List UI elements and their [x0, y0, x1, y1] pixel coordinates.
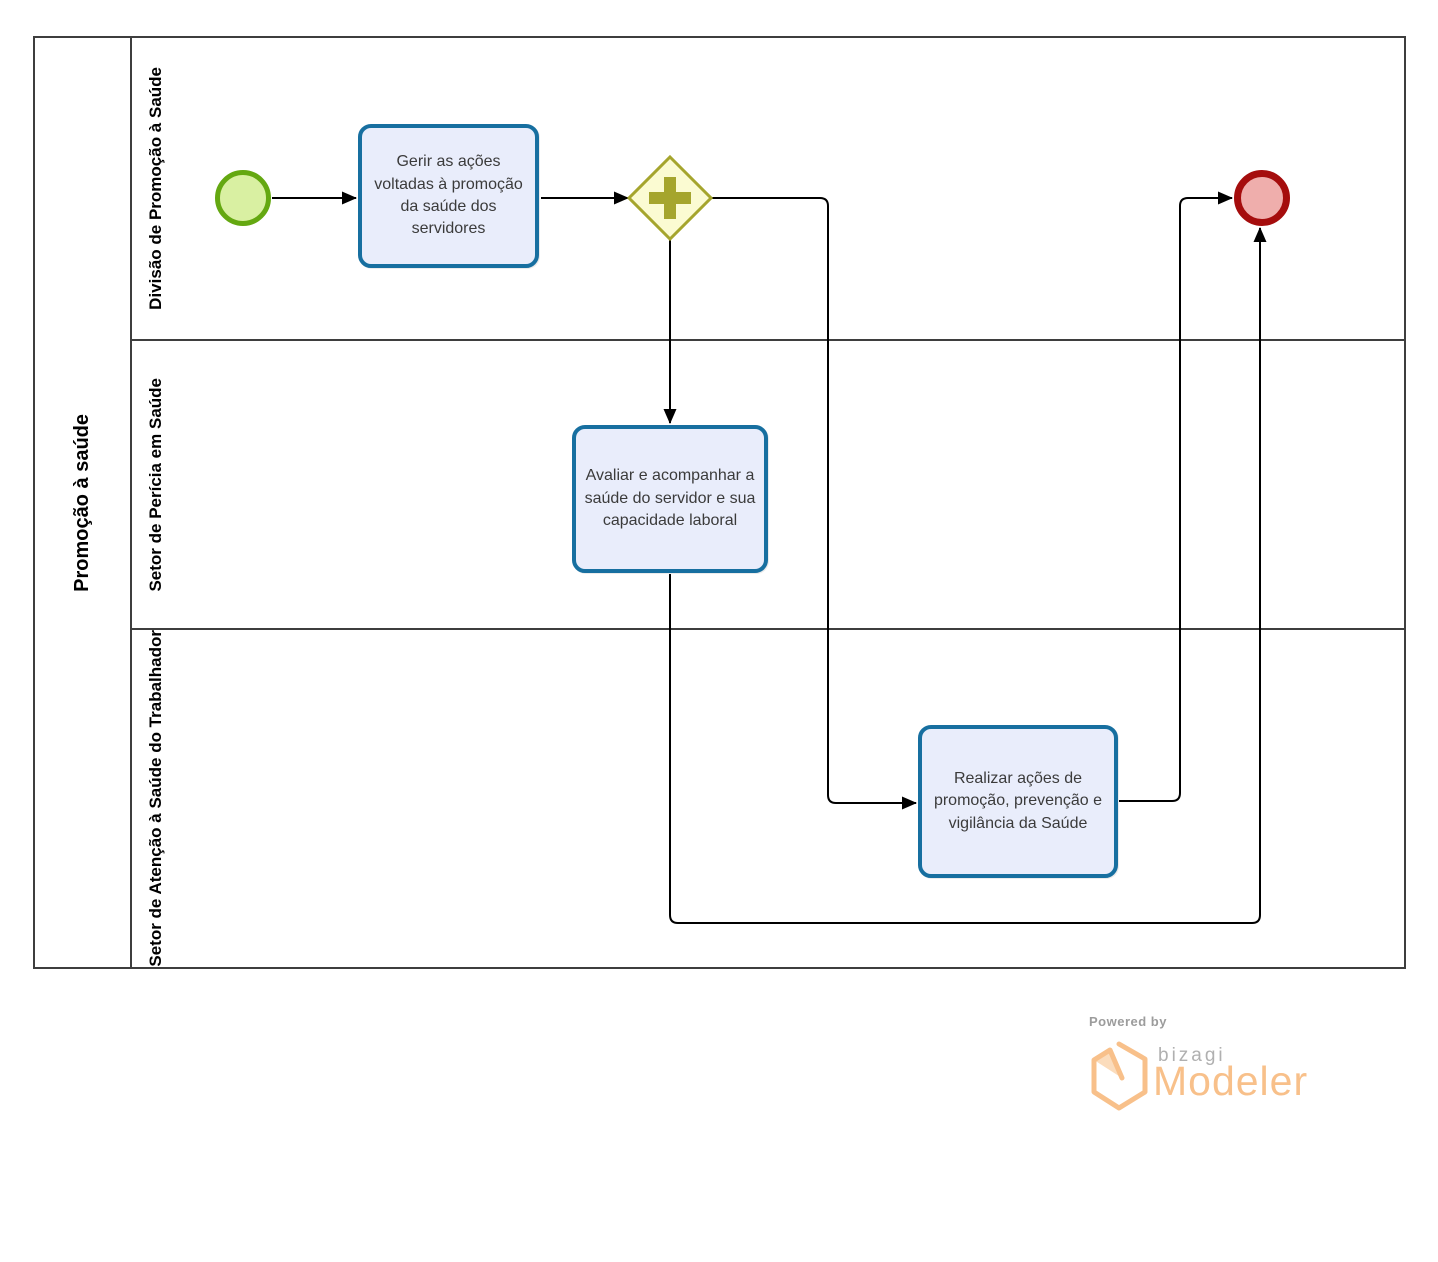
lane-title-strip: Divisão de Promoção à Saúde [132, 38, 180, 339]
bizagi-logo-icon [1091, 1041, 1148, 1111]
lane-title: Setor de Atenção à Saúde do Trabalhador [146, 630, 166, 967]
task-label: Avaliar e acompanhar a saúde do servidor… [584, 467, 756, 530]
lane-title-strip: Setor de Atenção à Saúde do Trabalhador [132, 630, 180, 967]
task-gerir-acoes: Gerir as ações voltadas à promoção da sa… [358, 124, 539, 268]
bizagi-brand-label: bizagi [1158, 1045, 1226, 1066]
lane-setor-de-pericia-em-saude: Setor de Perícia em Saúde [132, 341, 1404, 631]
lane-title-strip: Setor de Perícia em Saúde [132, 341, 180, 628]
task-label: Gerir as ações voltadas à promoção da sa… [374, 153, 523, 238]
task-label: Realizar ações de promoção, prevenção e … [933, 769, 1103, 832]
powered-by-label: Powered by [1089, 1014, 1167, 1029]
lane-title: Setor de Perícia em Saúde [146, 378, 166, 592]
task-realizar-acoes: Realizar ações de promoção, prevenção e … [918, 725, 1118, 878]
lane-container: Divisão de Promoção à Saúde Setor de Per… [132, 38, 1404, 967]
lane-divisao-de-promocao-a-saude: Divisão de Promoção à Saúde [132, 38, 1404, 342]
lane-title: Divisão de Promoção à Saúde [146, 67, 166, 311]
plus-icon [649, 177, 691, 219]
pool-header: Promoção à saúde [35, 38, 132, 967]
modeler-product-label: Modeler [1153, 1058, 1309, 1104]
start-event [215, 170, 271, 226]
lane-setor-de-atencao-a-saude-do-trabalhador: Setor de Atenção à Saúde do Trabalhador [132, 630, 1404, 967]
parallel-gateway [626, 154, 714, 242]
end-event [1234, 170, 1290, 226]
task-avaliar-acompanhar: Avaliar e acompanhar a saúde do servidor… [572, 425, 768, 573]
bizagi-watermark: Powered by bizagi Modeler [1087, 1014, 1347, 1124]
pool-title: Promoção à saúde [71, 413, 93, 592]
